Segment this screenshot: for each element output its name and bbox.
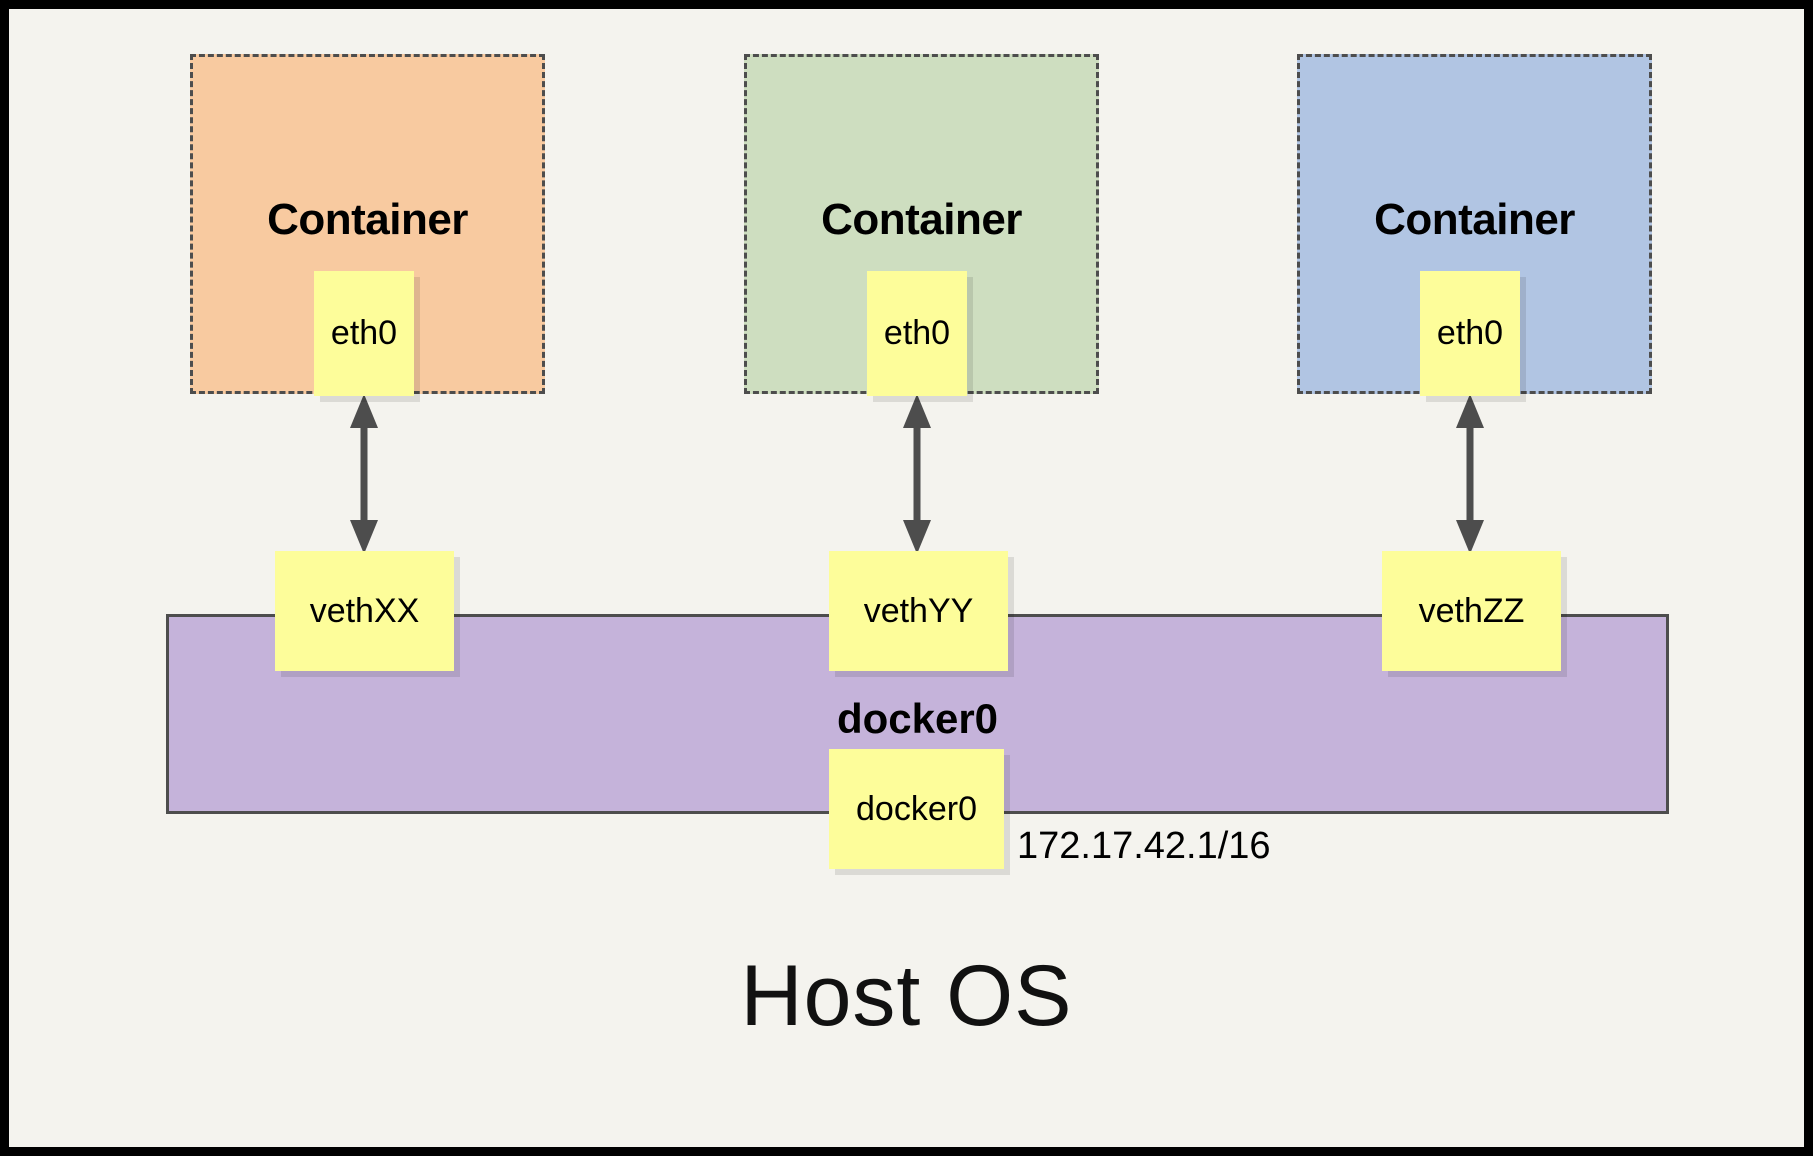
container-title-1: Container — [267, 195, 468, 244]
link-arrow-eth0-vethxx — [350, 394, 378, 554]
docker0-ip-label: 172.17.42.1/16 — [1017, 825, 1271, 867]
link-arrow-eth0-vethzz — [1456, 394, 1484, 554]
eth0-note-container-1: eth0 — [314, 271, 414, 396]
diagram-canvas: Container Container Container eth0 eth0 … — [9, 9, 1804, 1147]
veth-note-1: vethXX — [275, 551, 454, 671]
docker0-interface-note: docker0 — [829, 749, 1004, 869]
veth-note-2: vethYY — [829, 551, 1008, 671]
container-title-2: Container — [821, 195, 1022, 244]
veth-note-3: vethZZ — [1382, 551, 1561, 671]
eth0-note-container-3: eth0 — [1420, 271, 1520, 396]
link-arrow-eth0-vethyy — [903, 394, 931, 554]
eth0-note-container-2: eth0 — [867, 271, 967, 396]
host-os-label: Host OS — [740, 948, 1073, 1044]
docker0-bridge-label: docker0 — [836, 695, 999, 742]
container-title-3: Container — [1374, 195, 1575, 244]
